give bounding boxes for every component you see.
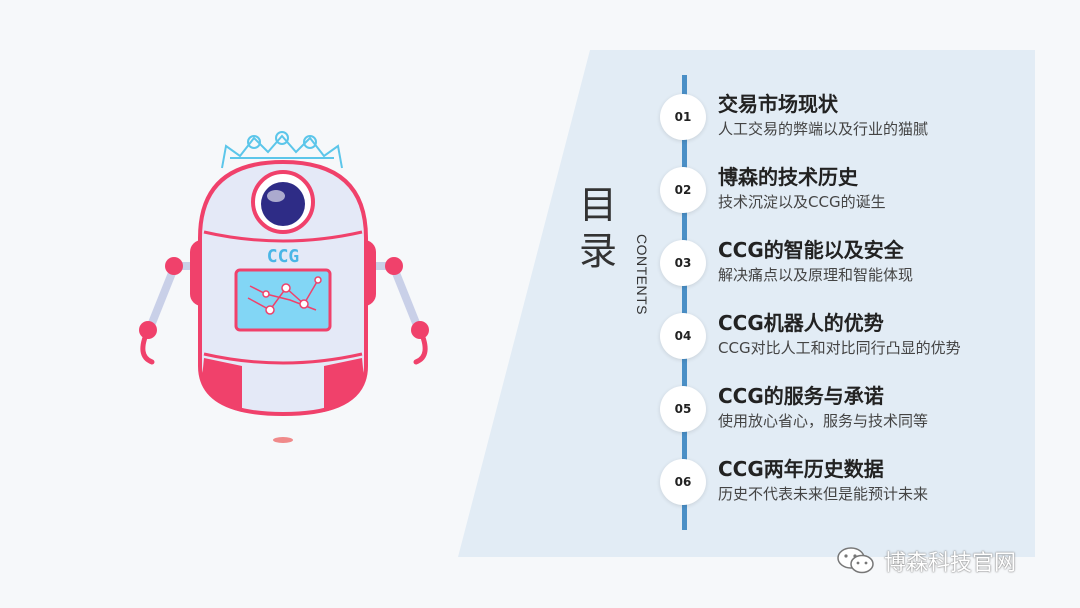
right-arm bbox=[362, 257, 429, 365]
watermark-text: 博森科技官网 bbox=[884, 551, 1017, 576]
toc-title: 目 录 bbox=[576, 182, 620, 274]
robot-eye bbox=[261, 182, 305, 226]
item-title: 交易市场现状 bbox=[718, 92, 838, 116]
toc-subtitle: CONTENTS bbox=[634, 234, 650, 315]
item-number-badge: 01 bbox=[660, 94, 706, 140]
item-description: 技术沉淀以及CCG的诞生 bbox=[718, 193, 886, 211]
item-title: CCG机器人的优势 bbox=[718, 311, 884, 335]
item-title: CCG的智能以及安全 bbox=[718, 238, 904, 262]
toc-item[interactable]: 04 CCG机器人的优势 CCG对比人工和对比同行凸显的优势 bbox=[660, 311, 1040, 371]
robot-label: CCG bbox=[267, 246, 300, 267]
item-description: 历史不代表未来但是能预计未来 bbox=[718, 485, 929, 503]
item-title: CCG两年历史数据 bbox=[718, 457, 884, 481]
item-number-badge: 03 bbox=[660, 240, 706, 286]
item-description: 使用放心省心，服务与技术同等 bbox=[718, 412, 929, 430]
timeline-line bbox=[682, 75, 687, 530]
toc-item[interactable]: 05 CCG的服务与承诺 使用放心省心，服务与技术同等 bbox=[660, 384, 1040, 444]
toc-title-char: 目 bbox=[578, 183, 617, 227]
item-title: 博森的技术历史 bbox=[718, 165, 858, 189]
robot-screen bbox=[234, 268, 332, 332]
item-number-badge: 06 bbox=[660, 459, 706, 505]
item-description: 解决痛点以及原理和智能体现 bbox=[718, 266, 914, 284]
crown-icon bbox=[221, 131, 343, 169]
toc-item[interactable]: 01 交易市场现状 人工交易的弊端以及行业的猫腻 bbox=[660, 92, 1040, 152]
toc-item[interactable]: 06 CCG两年历史数据 历史不代表未来但是能预计未来 bbox=[660, 457, 1040, 517]
toc-item[interactable]: 03 CCG的智能以及安全 解决痛点以及原理和智能体现 bbox=[660, 238, 1040, 298]
toc-item[interactable]: 02 博森的技术历史 技术沉淀以及CCG的诞生 bbox=[660, 165, 1040, 225]
item-number-badge: 05 bbox=[660, 386, 706, 432]
item-description: CCG对比人工和对比同行凸显的优势 bbox=[718, 339, 961, 357]
watermark: 博森科技官网 bbox=[836, 544, 1016, 578]
wechat-icon bbox=[837, 547, 874, 574]
item-title: CCG的服务与承诺 bbox=[718, 384, 884, 408]
toc-title-char: 录 bbox=[578, 229, 617, 273]
item-number-badge: 04 bbox=[660, 313, 706, 359]
item-number-badge: 02 bbox=[660, 167, 706, 213]
item-description: 人工交易的弊端以及行业的猫腻 bbox=[718, 120, 929, 138]
robot-illustration: CCG bbox=[139, 131, 429, 443]
